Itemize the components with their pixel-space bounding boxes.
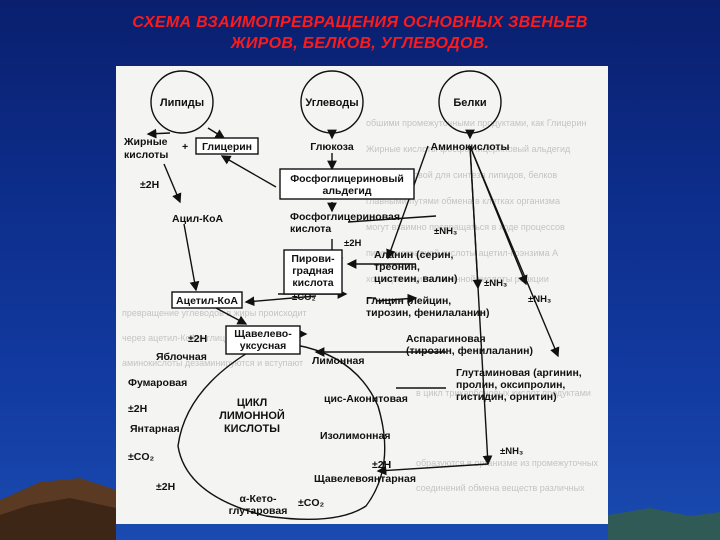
glutamic-group-label-line-2: пролин, оксипролин,: [456, 379, 565, 391]
oxalosuccinic-acid-label: Щавелевоянтарная: [314, 473, 416, 485]
aspartic-acid-label-line-2: (тирозин, фенилаланин): [406, 345, 533, 357]
svg-text:соединений обмена веществ разл: соединений обмена веществ различных: [416, 483, 585, 493]
dehydrogenation-label-a: ±2Н: [140, 179, 159, 191]
pyruvic-acid-label-line-1: Пирови-: [291, 253, 335, 265]
cycle-label-line-1: ЦИКЛ: [237, 397, 267, 409]
oxaloacetic-label-line-1: Щавелево-: [234, 328, 292, 340]
decarboxylation-label-b: ±CO₂: [128, 451, 155, 463]
dehydrogenation-label-e: ±2Н: [372, 459, 391, 471]
plus-sign: +: [182, 141, 188, 153]
fumaric-acid-label: Фумаровая: [128, 377, 187, 389]
malic-acid-label: Яблочная: [156, 351, 207, 363]
dehydrogenation-label-b: ±2Н: [344, 238, 361, 249]
pyruvic-acid-label-line-2: градная: [292, 265, 334, 277]
alanine-group-label-line-2: треонин,: [374, 261, 420, 273]
carbs-label: Углеводы: [305, 97, 358, 109]
dehydrogenation-label-c: ±2Н: [188, 333, 207, 345]
amino-acids-label: Аминокислоты: [431, 141, 510, 153]
svg-text:превращение углеводов в жиры п: превращение углеводов в жиры происходит: [122, 308, 307, 318]
ammonia-label-a: ±NH₃: [434, 226, 457, 237]
mountain-landscape-decoration: [0, 478, 720, 540]
cis-aconitic-acid-label: цис-Аконитовая: [324, 393, 408, 405]
phosphoglyceraldehyde-label-line-1: Фосфоглицериновый: [290, 173, 404, 185]
svg-text:пировиноградной кислоты ацетил: пировиноградной кислоты ацетил-коэнзима …: [366, 248, 558, 258]
oxaloacetic-label-line-2: уксусная: [240, 340, 287, 352]
ammonia-label-b: ±NH₃: [484, 278, 507, 289]
svg-text:главными путями обмена в клетк: главными путями обмена в клетках организ…: [366, 196, 560, 206]
dehydrogenation-label-d: ±2Н: [128, 403, 147, 415]
glycerol-box: [195, 137, 259, 155]
alpha-ketoglutaric-label-line-1: α-Кето-: [240, 493, 277, 505]
faint-background-text: обшими промежуточными продуктами, как Гл…: [122, 118, 598, 493]
diagram-labels: Липиды Углеводы Белки Жирные кислоты + Г…: [123, 97, 582, 517]
alanine-group-label-line-3: цистеин, валин): [374, 273, 457, 285]
diagram-boxes: [171, 137, 415, 355]
glycine-group-label-line-1: Глицин (лейцин,: [366, 295, 451, 307]
ammonia-label-c: ±NH₃: [528, 294, 551, 305]
glycine-group-label-line-2: тирозин, фенилаланин): [366, 307, 489, 319]
svg-text:могут взаимно превращаться в х: могут взаимно превращаться в ходе процес…: [366, 222, 565, 232]
svg-text:аминокислоты дезаминируются и: аминокислоты дезаминируются и вступают: [122, 358, 303, 368]
decarboxylation-label-a: ±CO₂: [292, 292, 316, 303]
isocitric-acid-label: Изолимонная: [320, 430, 390, 442]
lipids-circle: [150, 70, 214, 134]
succinic-acid-label: Янтарная: [130, 423, 180, 435]
fatty-acids-label-line-1: Жирные: [123, 136, 168, 148]
proteins-label: Белки: [453, 97, 486, 109]
svg-text:обшими промежуточными продукта: обшими промежуточными продуктами, как Гл…: [366, 118, 586, 128]
ammonia-label-d: ±NH₃: [500, 446, 523, 457]
lipids-label: Липиды: [160, 97, 204, 109]
metabolism-scheme-figure: обшими промежуточными продуктами, как Гл…: [116, 66, 608, 524]
svg-text:образуются в организме из пром: образуются в организме из промежуточных: [416, 458, 598, 468]
glutamic-group-label-line-1: Глутаминовая (аргинин,: [456, 367, 582, 379]
dehydrogenation-label-f: ±2Н: [156, 481, 175, 493]
glucose-label: Глюкоза: [310, 141, 354, 153]
citric-acid-label: Лимонная: [312, 355, 365, 367]
pyruvic-acid-label-line-3: кислота: [292, 277, 333, 289]
acyl-coa-label: Ацил-КоА: [172, 213, 223, 225]
svg-text:Жирные кислоты фосфоглицеринов: Жирные кислоты фосфоглицериновый альдеги…: [366, 144, 571, 154]
svg-text:через ацетил-КоА и глицерин фо: через ацетил-КоА и глицерин фосфат: [122, 333, 281, 343]
svg-text:ляются основой для синтеза лип: ляются основой для синтеза липидов, белк…: [366, 170, 557, 180]
aspartic-acid-label-line-1: Аспарагиновая: [406, 333, 486, 345]
phosphoglyceric-acid-label-line-1: Фосфоглицериновая: [290, 211, 400, 223]
cycle-label-line-2: ЛИМОННОЙ: [219, 409, 285, 422]
phosphoglyceric-acid-label-line-2: кислота: [290, 223, 331, 235]
slide-title-line-1: СХЕМА ВЗАИМОПРЕВРАЩЕНИЯ ОСНОВНЫХ ЗВЕНЬЕВ: [132, 14, 588, 31]
metabolism-scheme-svg: обшими промежуточными продуктами, как Гл…: [122, 70, 598, 521]
phosphoglyceraldehyde-label-line-2: альдегид: [323, 185, 372, 197]
alpha-ketoglutaric-label-line-2: глутаровая: [229, 505, 288, 517]
acetyl-coa-label: Ацетил-КоА: [176, 295, 238, 307]
fatty-acids-label-line-2: кислоты: [124, 149, 168, 161]
decarboxylation-label-c: ±CO₂: [298, 497, 325, 509]
alanine-group-label-line-1: Аланин (серин,: [374, 249, 454, 261]
glycerol-label: Глицерин: [202, 141, 252, 153]
svg-text:ходящих в цикл лимонной кислот: ходящих в цикл лимонной кислоты реакции: [366, 274, 549, 284]
slide-title-line-2: ЖИРОВ, БЕЛКОВ, УГЛЕВОДОВ.: [230, 35, 490, 52]
svg-text:в цикл трикарбоновых кислот пр: в цикл трикарбоновых кислот продуктами: [416, 388, 591, 398]
glutamic-group-label-line-3: гистидин, орнитин): [456, 391, 557, 403]
cycle-label-line-3: КИСЛОТЫ: [224, 423, 280, 435]
